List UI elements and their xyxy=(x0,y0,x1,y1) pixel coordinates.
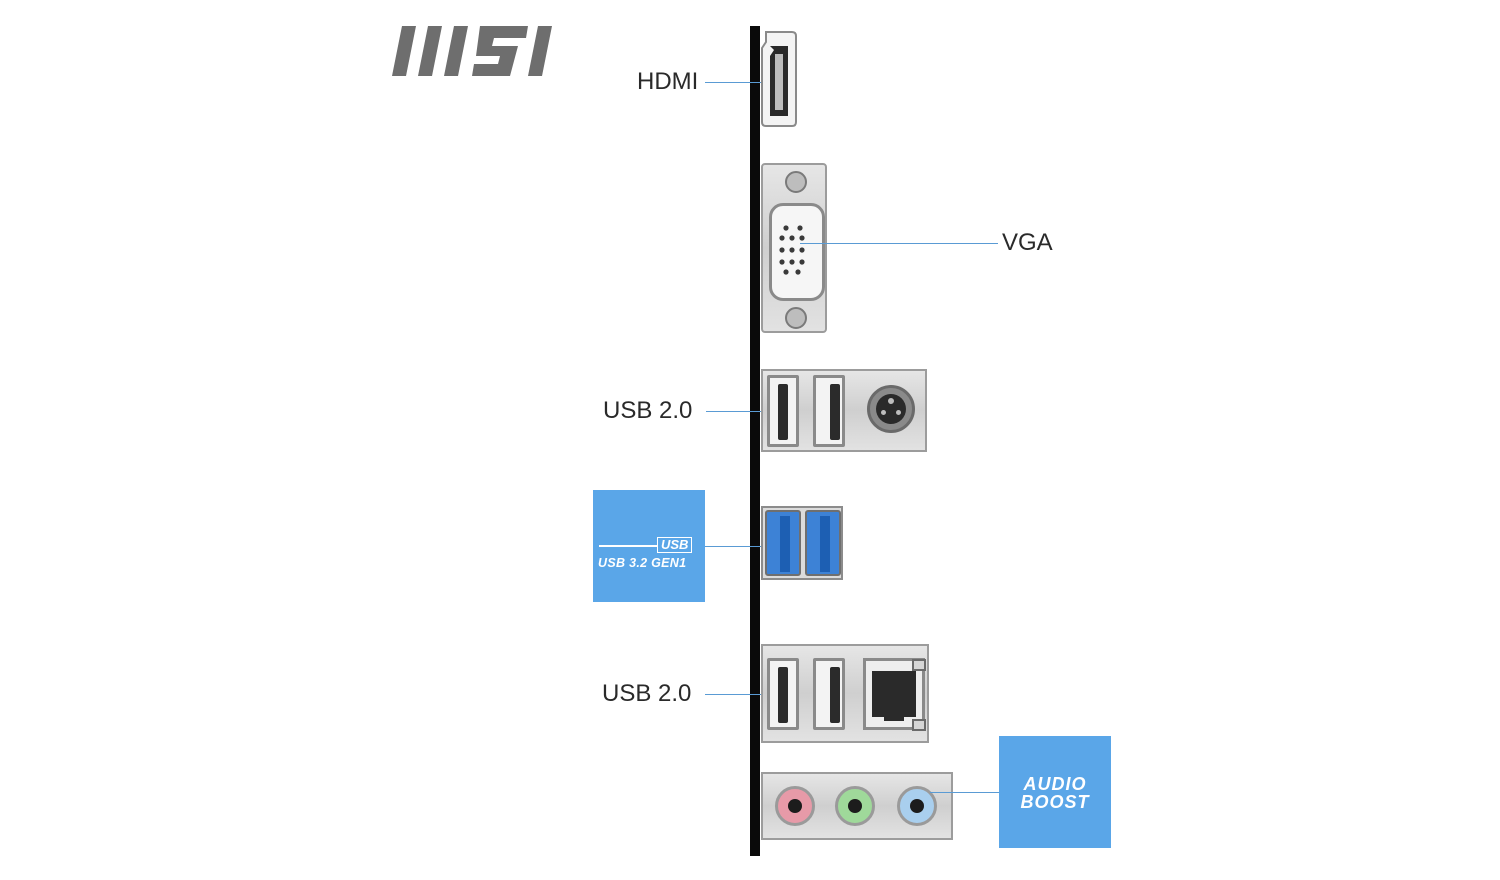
usb32-badge-rule xyxy=(599,545,657,547)
audio-boost-line2: BOOST xyxy=(1020,792,1090,812)
io-bracket xyxy=(750,26,760,856)
usb32-port-2 xyxy=(805,510,841,576)
ps2-port xyxy=(867,385,915,433)
lan-led-right xyxy=(912,719,926,731)
usb2-bottom-port-2 xyxy=(813,658,845,730)
usb32-badge-bottom-text: USB 3.2 GEN1 xyxy=(598,556,687,570)
vga-screw-bottom xyxy=(785,307,807,329)
vga-connector xyxy=(769,203,825,301)
lan-port xyxy=(863,658,926,731)
usb2-bottom-port-1 xyxy=(767,658,799,730)
usb2-top-port-2 xyxy=(813,375,845,447)
audio-leader-line xyxy=(930,792,1000,793)
usb32-leader-line xyxy=(705,546,783,547)
usb2-bottom-label: USB 2.0 xyxy=(602,680,692,707)
audio-jack-line-out-green xyxy=(835,786,875,826)
usb32-port-block xyxy=(761,506,843,580)
hdmi-leader-line xyxy=(705,82,783,83)
msi-logo xyxy=(388,24,570,80)
usb2-ps2-port-block xyxy=(761,369,927,452)
audio-jack-mic-pink xyxy=(775,786,815,826)
usb32-badge-top-text: USB xyxy=(657,537,693,553)
audio-jack-line-in-blue xyxy=(897,786,937,826)
vga-label: VGA xyxy=(1002,229,1053,256)
usb32-gen1-badge: USB USB 3.2 GEN1 xyxy=(593,490,705,602)
hdmi-label: HDMI xyxy=(637,68,699,95)
usb2-top-label: USB 2.0 xyxy=(603,397,693,424)
vga-port xyxy=(761,163,827,333)
hdmi-port xyxy=(760,30,798,128)
audio-boost-line1: AUDIO xyxy=(1023,774,1087,794)
audio-boost-badge: AUDIO BOOST xyxy=(999,736,1111,848)
vga-leader-line xyxy=(800,243,998,244)
audio-jack-block xyxy=(761,772,953,840)
usb2-top-port-1 xyxy=(767,375,799,447)
vga-screw-top xyxy=(785,171,807,193)
usb2-bottom-leader-line xyxy=(705,694,776,695)
usb2-lan-port-block xyxy=(761,644,929,743)
usb32-port-1 xyxy=(765,510,801,576)
lan-led-left xyxy=(912,659,926,671)
usb2-top-leader-line xyxy=(706,411,776,412)
